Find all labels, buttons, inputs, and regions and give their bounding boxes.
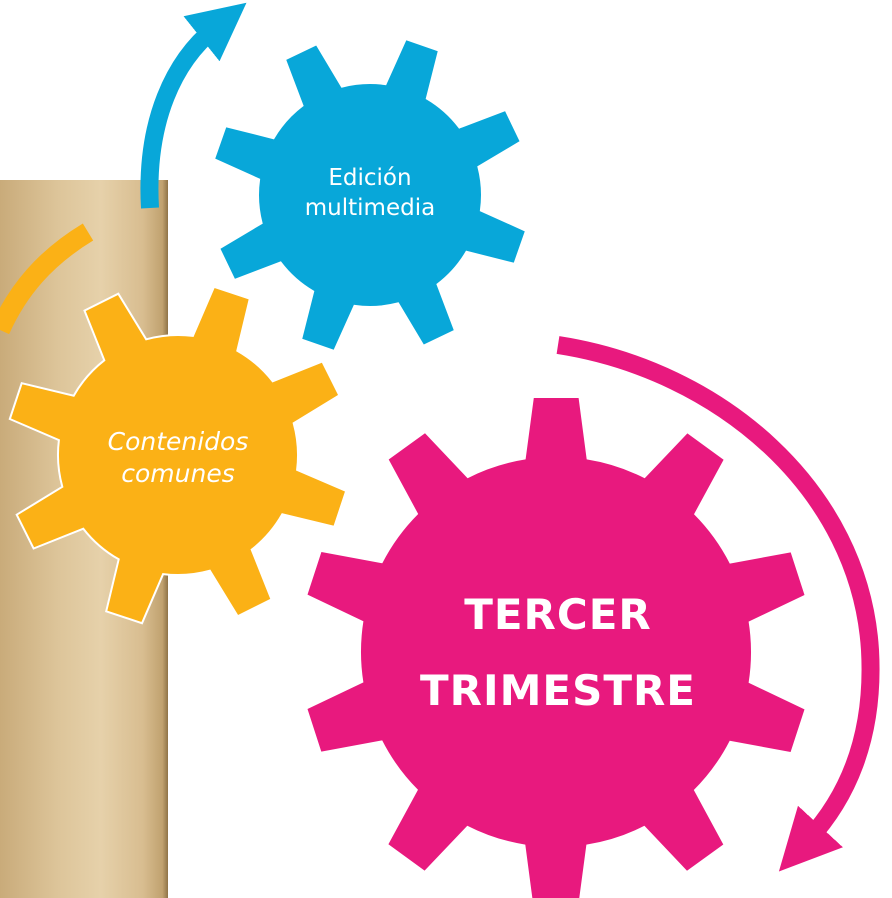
- pink-arrow: [556, 336, 880, 872]
- gear-tercer-trimestre: [307, 398, 805, 898]
- gear-label-edicion: Edición multimedia: [304, 165, 436, 221]
- gear-label-contenidos: Contenidos comunes: [107, 427, 249, 488]
- gear-edicion-multimedia: [212, 37, 528, 353]
- gear-contenidos-comunes: [8, 285, 348, 625]
- blue-arrow: [140, 2, 247, 209]
- gear-label-tercer: TERCER TRIMESTRE: [419, 590, 697, 715]
- yellow-arrow: [0, 223, 94, 335]
